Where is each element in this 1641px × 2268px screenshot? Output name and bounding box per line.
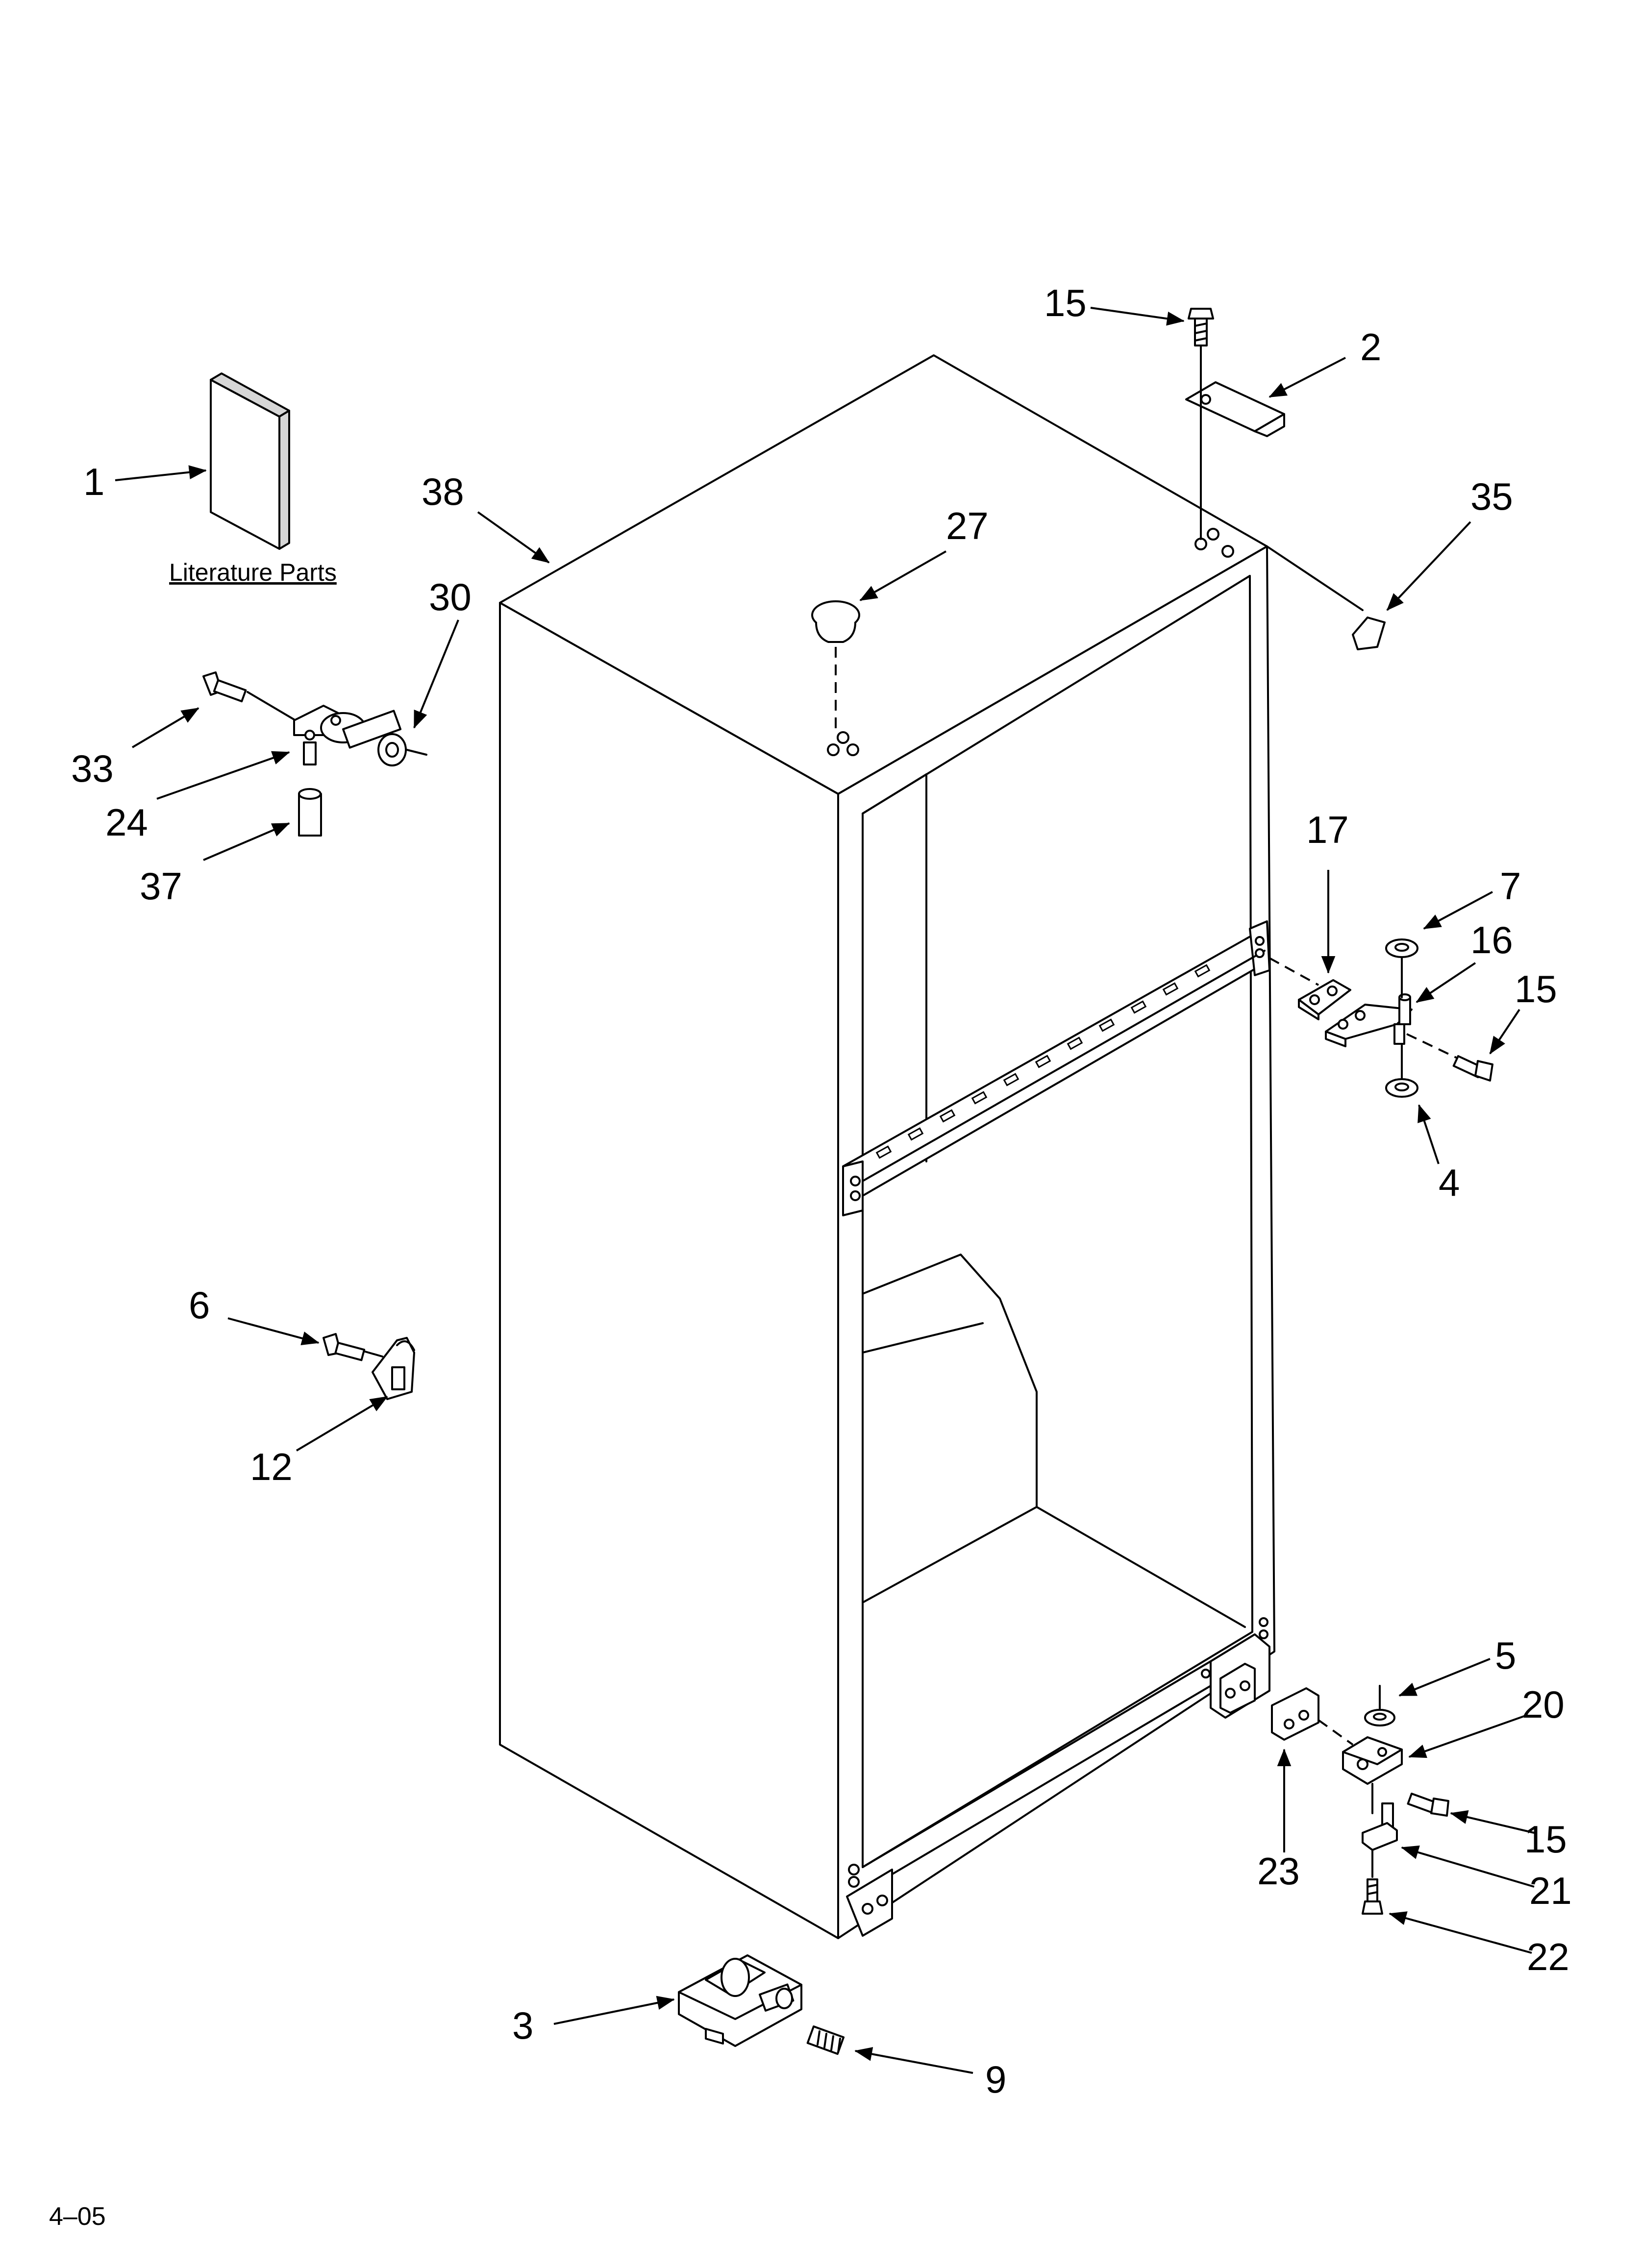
callout-15-low: 15 (1524, 1818, 1567, 1861)
callout-23: 23 (1257, 1849, 1300, 1893)
leader-20 (1408, 1714, 1527, 1758)
callout-20: 20 (1522, 1683, 1565, 1726)
callout-6: 6 (189, 1283, 210, 1327)
callout-30: 30 (429, 575, 472, 618)
refrigerator-cabinet (499, 354, 1275, 1939)
leader-lines (115, 307, 1535, 2074)
callout-21: 21 (1529, 1869, 1572, 1912)
leader-3 (553, 1996, 675, 2025)
callout-2: 2 (1360, 325, 1381, 369)
callout-27: 27 (946, 504, 989, 547)
leader-7 (1423, 891, 1493, 930)
leader-22 (1389, 1911, 1532, 1954)
literature-booklet (210, 372, 290, 550)
plug-cover (1266, 545, 1386, 650)
leader-15-top (1090, 307, 1185, 326)
callout-37: 37 (140, 864, 182, 908)
callout-12: 12 (250, 1445, 293, 1488)
callout-7: 7 (1500, 864, 1521, 908)
leader-33 (131, 707, 199, 748)
leader-2 (1268, 357, 1346, 398)
leader-5 (1398, 1658, 1491, 1697)
callout-15-top: 15 (1044, 281, 1087, 324)
callout-17: 17 (1306, 808, 1349, 851)
callout-38: 38 (422, 470, 464, 513)
leader-35 (1386, 521, 1471, 611)
leader-24 (156, 751, 290, 800)
center-hinge-rail (842, 920, 1270, 1216)
leader-38 (477, 511, 550, 564)
callout-33: 33 (71, 747, 114, 790)
footer-code: 4–05 (49, 2202, 106, 2231)
callout-16: 16 (1470, 918, 1513, 961)
callout-4: 4 (1439, 1161, 1460, 1204)
callout-labels: 1 Literature Parts 38 30 33 24 37 6 12 1… (49, 281, 1572, 2231)
callout-3: 3 (512, 2004, 533, 2047)
leader-4 (1417, 1104, 1440, 1164)
callout-35: 35 (1470, 475, 1513, 518)
hinge-pin-assembly-left (202, 671, 427, 837)
roller-assembly (678, 1954, 802, 2047)
center-hinge-assembly (1269, 938, 1493, 1098)
leader-6 (227, 1317, 320, 1345)
leader-37 (203, 822, 290, 861)
leader-9 (854, 2047, 973, 2074)
leader-12 (296, 1396, 388, 1452)
leader-21 (1401, 1845, 1535, 1888)
leader-15-low (1450, 1810, 1535, 1834)
leader-15-mid (1489, 1009, 1520, 1055)
callout-15-mid: 15 (1515, 967, 1557, 1011)
door-stop-assembly (323, 1333, 415, 1400)
roller-spring (806, 2025, 845, 2055)
leader-27 (859, 550, 946, 601)
callout-1: 1 (83, 460, 104, 503)
callout-9: 9 (985, 2058, 1006, 2101)
top-bracket (1185, 381, 1285, 437)
leader-16 (1416, 962, 1476, 1003)
callout-22: 22 (1527, 1935, 1569, 1978)
callout-5: 5 (1495, 1634, 1516, 1677)
callout-24: 24 (105, 801, 148, 844)
leader-1 (115, 465, 207, 481)
bottom-hinge-assembly (1201, 1617, 1449, 1915)
leader-30 (413, 619, 459, 729)
literature-caption: Literature Parts (169, 559, 337, 586)
button-plug (811, 600, 860, 735)
screw-top (1188, 308, 1214, 346)
